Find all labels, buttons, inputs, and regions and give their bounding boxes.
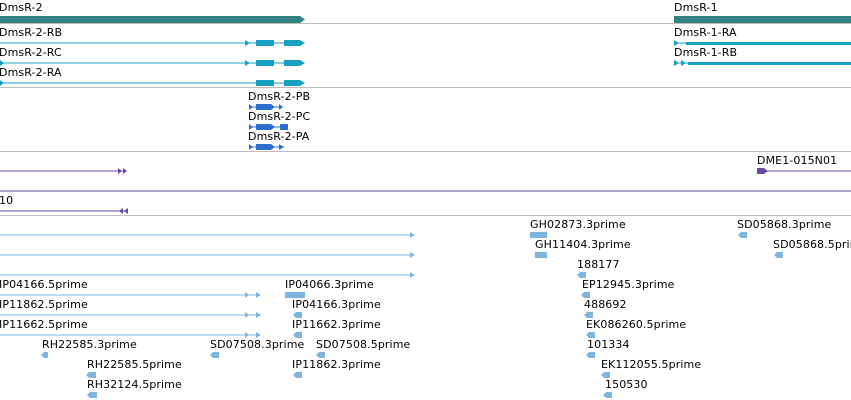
protein-label-pb[interactable]: DmsR-2-PB [248, 90, 311, 103]
est-glyph-ip11862-3[interactable] [293, 372, 302, 378]
est-glyph-ip11862-5[interactable] [0, 312, 261, 318]
transcript-label-dmsr1-ra[interactable]: DmsR-1-RA [674, 26, 737, 39]
cds-glyph-pb[interactable] [249, 104, 283, 110]
est-label-ip11862-5[interactable]: IP11862.5prime [0, 298, 88, 311]
purple-feature-10[interactable] [0, 208, 128, 214]
feature-label-dme1[interactable]: DME1-015N01 [757, 154, 838, 167]
est-label-sd07508-5[interactable]: SD07508.5prime [316, 338, 411, 351]
est-glyph-ep12945[interactable] [581, 292, 590, 298]
est-label-gh11404[interactable]: GH11404.3prime [535, 238, 631, 251]
est-label-488692[interactable]: 488692 [584, 298, 627, 311]
transcript-glyph-dmsr2-rc[interactable] [0, 60, 305, 66]
transcript-glyph-dmsr1-ra[interactable] [674, 40, 851, 46]
track-separator [0, 215, 851, 216]
transcript-label-dmsr2-rb[interactable]: DmsR-2-RB [0, 26, 63, 39]
cds-glyph-pa[interactable] [249, 144, 284, 150]
gene-label-dmsr2[interactable]: DmsR-2 [0, 1, 43, 14]
est-label-sd05868-5[interactable]: SD05868.5prime [773, 238, 851, 251]
est-label-rh22585-5[interactable]: RH22585.5prime [87, 358, 182, 371]
est-glyph-sd05868-3[interactable] [738, 232, 747, 238]
est-glyph-ip11662-3[interactable] [293, 332, 302, 338]
cds-glyph-pc[interactable] [249, 124, 288, 130]
purple-feature-dme1[interactable] [757, 168, 851, 174]
track-separator [0, 151, 851, 152]
protein-label-pc[interactable]: DmsR-2-PC [248, 110, 311, 123]
est-label-ip04066-3[interactable]: IP04066.3prime [285, 278, 374, 291]
est-label-150530[interactable]: 150530 [605, 378, 648, 391]
est-label-rh22585-3[interactable]: RH22585.3prime [42, 338, 137, 351]
gene-bar-dmsr2[interactable] [0, 16, 305, 23]
est-label-ip11662-5[interactable]: IP11662.5prime [0, 318, 88, 331]
est-label-ip04166-3[interactable]: IP04166.3prime [292, 298, 381, 311]
gene-label-dmsr1[interactable]: DmsR-1 [674, 1, 718, 14]
est-glyph-ip04066-3[interactable] [285, 292, 305, 298]
protein-label-pa[interactable]: DmsR-2-PA [248, 130, 310, 143]
est-label-ek086260[interactable]: EK086260.5prime [586, 318, 687, 331]
est-glyph-150530[interactable] [603, 392, 612, 398]
est-glyph-ek086260[interactable] [586, 332, 595, 338]
track-separator [0, 23, 851, 24]
est-glyph-ek112055[interactable] [601, 372, 610, 378]
transcript-glyph-dmsr1-rb[interactable] [674, 60, 851, 66]
est-label-ip11662-3[interactable]: IP11662.3prime [292, 318, 381, 331]
est-label-rh32124[interactable]: RH32124.5prime [87, 378, 182, 391]
gene-bar-dmsr1[interactable] [674, 16, 851, 23]
est-glyph-ip04166-3[interactable] [293, 312, 302, 318]
est-glyph-188177[interactable] [577, 272, 586, 278]
est-glyph-long-2[interactable] [0, 252, 415, 258]
est-glyph-101334[interactable] [586, 352, 595, 358]
est-glyph-ip04166-5[interactable] [0, 292, 261, 298]
est-glyph-ip11662-5[interactable] [0, 332, 261, 338]
transcript-label-dmsr2-rc[interactable]: DmsR-2-RC [0, 46, 62, 59]
est-glyph-sd07508-3[interactable] [210, 352, 219, 358]
est-glyph-rh22585-3[interactable] [41, 352, 48, 358]
est-label-sd07508-3[interactable]: SD07508.3prime [210, 338, 305, 351]
transcript-glyph-dmsr2-ra[interactable] [0, 80, 305, 86]
est-glyph-gh11404[interactable] [535, 252, 547, 258]
transcript-glyph-dmsr2-rb[interactable] [0, 40, 305, 46]
purple-feature-1[interactable] [0, 168, 127, 174]
est-label-ip11862-3[interactable]: IP11862.3prime [292, 358, 381, 371]
transcript-label-dmsr2-ra[interactable]: DmsR-2-RA [0, 66, 62, 79]
est-glyph-488692[interactable] [584, 312, 593, 318]
est-label-gh02873[interactable]: GH02873.3prime [530, 218, 626, 231]
est-label-101334[interactable]: 101334 [587, 338, 630, 351]
est-label-ep12945[interactable]: EP12945.3prime [582, 278, 675, 291]
est-glyph-sd07508-5[interactable] [316, 352, 325, 358]
track-separator [0, 87, 851, 88]
est-label-ek112055[interactable]: EK112055.5prime [601, 358, 702, 371]
est-label-188177[interactable]: 188177 [577, 258, 620, 271]
est-glyph-gh02873[interactable] [530, 232, 547, 238]
est-glyph-rh22585-5[interactable] [86, 372, 96, 378]
est-label-sd05868-3[interactable]: SD05868.3prime [737, 218, 832, 231]
est-glyph-rh32124[interactable] [87, 392, 97, 398]
est-glyph-long-1[interactable] [0, 232, 415, 238]
est-glyph-long-3[interactable] [0, 272, 415, 278]
est-glyph-sd05868-5[interactable] [774, 252, 783, 258]
transcript-label-dmsr1-rb[interactable]: DmsR-1-RB [674, 46, 738, 59]
est-label-ip04166-5[interactable]: IP04166.5prime [0, 278, 88, 291]
feature-label-10[interactable]: 10 [0, 194, 14, 207]
